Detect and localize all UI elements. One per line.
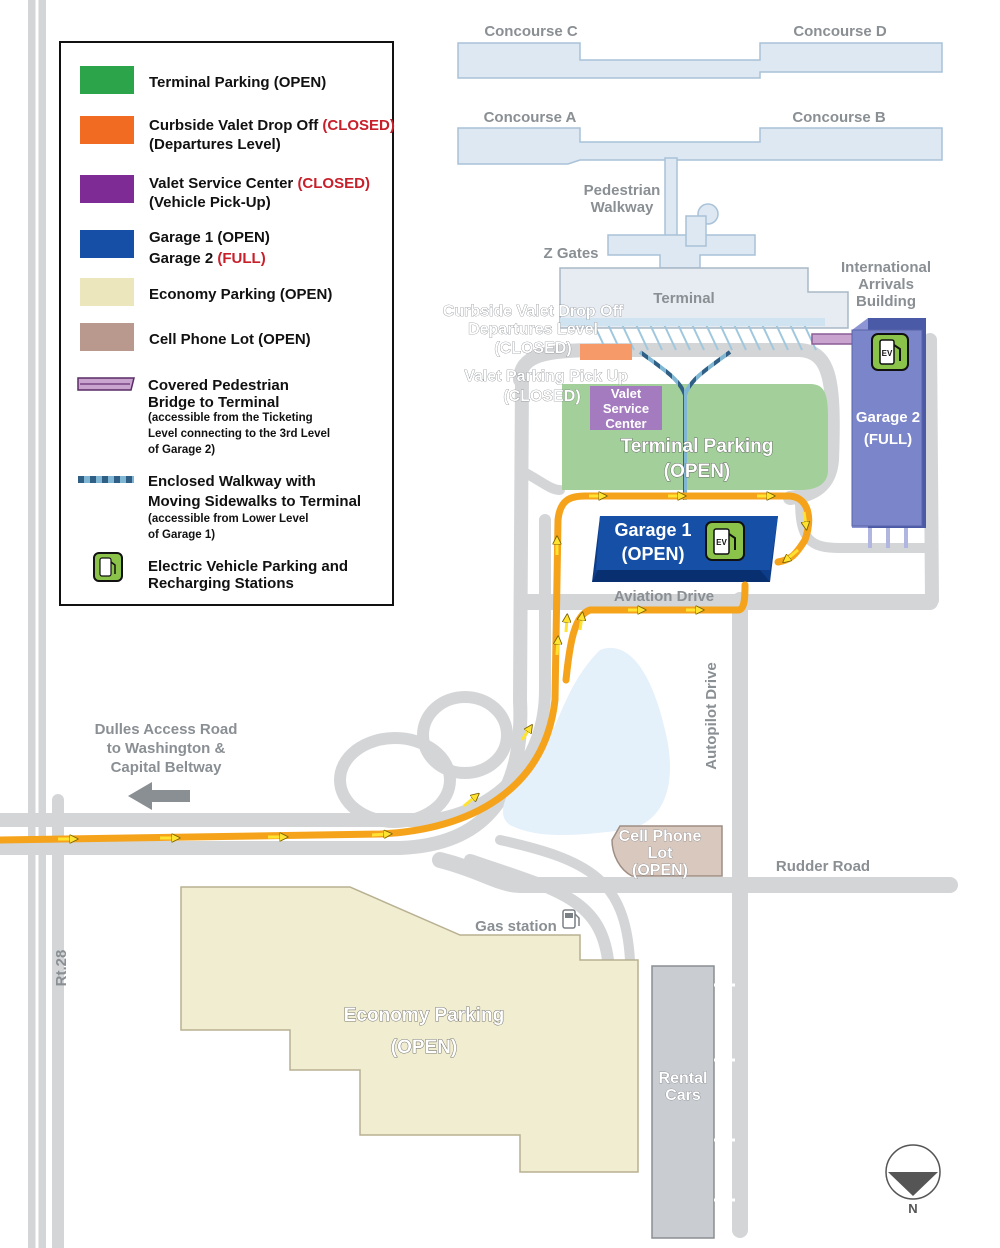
gas-station-icon bbox=[562, 909, 580, 929]
intl-arrivals-label-2: Arrivals bbox=[858, 276, 914, 293]
dulles-access-label-2: to Washington & bbox=[107, 740, 226, 757]
route-direction-arrows bbox=[58, 496, 806, 839]
enclosed-walkway bbox=[638, 350, 732, 500]
economy-label-2: (OPEN) bbox=[391, 1037, 458, 1058]
ev-badge-text: EV bbox=[716, 538, 727, 547]
gas-station-label: Gas station bbox=[475, 918, 557, 935]
westbound-arrow-icon bbox=[128, 782, 190, 810]
legend-cell-lot-label: Cell Phone Lot (OPEN) bbox=[149, 331, 311, 348]
valet-center-label-3: Center bbox=[605, 416, 646, 431]
aviation-drive-label: Aviation Drive bbox=[614, 588, 714, 605]
concourse-b-label: Concourse B bbox=[792, 109, 886, 126]
curbside-valet-label-1: Curbside Valet Drop Off bbox=[443, 303, 624, 320]
concourse-a-label: Concourse A bbox=[484, 109, 577, 126]
legend-swatch-garages bbox=[80, 230, 134, 258]
terminal-building bbox=[559, 267, 849, 351]
cell-lot-label-3: (OPEN) bbox=[632, 862, 688, 879]
cell-lot-label-1: Cell Phone bbox=[619, 828, 702, 845]
legend-swatch-enclosed-walkway bbox=[78, 476, 134, 483]
legend-covered-bridge-sub1: (accessible from the Ticketing bbox=[148, 412, 313, 424]
garage-1-label-1: Garage 1 bbox=[614, 520, 691, 540]
valet-center-label-2: Service bbox=[603, 401, 649, 416]
valet-center-label-1: Valet bbox=[611, 386, 642, 401]
intl-arrivals-label-1: International bbox=[841, 259, 931, 276]
rt-28-label: Rt.28 bbox=[53, 950, 70, 987]
retention-pond bbox=[502, 647, 671, 835]
legend-swatch-valet-service bbox=[80, 175, 134, 203]
valet-pickup-label-2: (CLOSED) bbox=[503, 388, 580, 405]
legend-curbside-valet-line2: (Departures Level) bbox=[149, 136, 281, 153]
legend-valet-service-text: Valet Service Center (CLOSED) bbox=[149, 175, 370, 192]
curbside-valet-label-3: (CLOSED) bbox=[494, 340, 571, 357]
legend-swatch-covered-bridge bbox=[77, 377, 135, 391]
legend-garage-1-label: Garage 1 (OPEN) bbox=[149, 229, 270, 246]
map-labels: Concourse C Concourse D Concourse A Conc… bbox=[53, 23, 931, 1104]
route-to-garage-1 bbox=[0, 492, 813, 844]
legend-enclosed-walkway-line1: Enclosed Walkway with bbox=[148, 473, 316, 490]
legend-ev-icon bbox=[93, 552, 123, 582]
legend-enclosed-walkway-sub1: (accessible from Lower Level bbox=[148, 513, 308, 525]
dulles-access-label-1: Dulles Access Road bbox=[95, 721, 238, 738]
north-label: N bbox=[908, 1201, 917, 1216]
garage-2 bbox=[851, 318, 926, 548]
legend-swatch-cell-lot bbox=[80, 323, 134, 351]
rental-cars-label-2: Cars bbox=[665, 1087, 701, 1104]
legend-swatch-curbside-valet bbox=[80, 116, 134, 144]
economy-parking-lot bbox=[180, 886, 639, 1173]
pedestrian-walkway-label-2: Walkway bbox=[591, 199, 654, 216]
autopilot-drive-label: Autopilot Drive bbox=[703, 662, 720, 770]
map-legend: Terminal Parking (OPEN) Curbside Valet D… bbox=[59, 41, 395, 606]
terminal-parking-label-1: Terminal Parking bbox=[621, 436, 774, 457]
legend-enclosed-walkway-sub2: of Garage 1) bbox=[148, 529, 215, 541]
ev-charging-icon-garage-1: EV bbox=[705, 521, 745, 561]
legend-economy-label: Economy Parking (OPEN) bbox=[149, 286, 332, 303]
terminal-parking-label-2: (OPEN) bbox=[664, 461, 731, 482]
legend-terminal-parking-label: Terminal Parking (OPEN) bbox=[149, 74, 326, 91]
valet-service-center bbox=[590, 386, 662, 430]
concourse-c-label: Concourse C bbox=[484, 23, 578, 40]
cell-lot-label-2: Lot bbox=[648, 845, 674, 862]
north-compass-icon: N bbox=[885, 1144, 941, 1216]
economy-label-1: Economy Parking bbox=[344, 1005, 505, 1026]
legend-valet-service-line2: (Vehicle Pick-Up) bbox=[149, 194, 271, 211]
cell-phone-lot bbox=[611, 825, 723, 877]
road-network bbox=[0, 0, 958, 1248]
valet-pickup-label-1: Valet Parking Pick Up bbox=[464, 368, 628, 385]
ev-charging-icon-garage-2: EV bbox=[871, 333, 909, 371]
rental-cars-label-1: Rental bbox=[659, 1070, 708, 1087]
legend-ev-line1: Electric Vehicle Parking and bbox=[148, 558, 348, 575]
legend-covered-bridge-sub2: Level connecting to the 3rd Level bbox=[148, 428, 330, 440]
dulles-access-label-3: Capital Beltway bbox=[111, 759, 223, 776]
garage-1-label-2: (OPEN) bbox=[622, 544, 685, 564]
legend-curbside-valet-text: Curbside Valet Drop Off (CLOSED) bbox=[149, 117, 395, 134]
legend-covered-bridge-line2: Bridge to Terminal bbox=[148, 394, 279, 411]
legend-swatch-economy bbox=[80, 278, 134, 306]
legend-swatch-terminal-parking bbox=[80, 66, 134, 94]
valet-dropoff-area bbox=[580, 344, 632, 360]
garage-2-label-2: (FULL) bbox=[864, 431, 912, 448]
intl-arrivals-label-3: Building bbox=[856, 293, 916, 310]
concourses bbox=[457, 42, 943, 269]
curbside-valet-label-2: Departures Level bbox=[468, 321, 598, 338]
rudder-road-label: Rudder Road bbox=[776, 858, 870, 875]
legend-enclosed-walkway-line2: Moving Sidewalks to Terminal bbox=[148, 493, 361, 510]
rental-cars-lot bbox=[651, 965, 715, 1239]
pedestrian-walkway-label-1: Pedestrian bbox=[584, 182, 661, 199]
ev-badge-text: EV bbox=[882, 349, 893, 358]
concourse-d-label: Concourse D bbox=[793, 23, 887, 40]
legend-covered-bridge-line1: Covered Pedestrian bbox=[148, 377, 289, 394]
terminal-label: Terminal bbox=[653, 290, 714, 307]
legend-covered-bridge-sub3: of Garage 2) bbox=[148, 444, 215, 456]
legend-ev-line2: Recharging Stations bbox=[148, 575, 294, 592]
garage-2-label-1: Garage 2 bbox=[856, 409, 920, 426]
z-gates-label: Z Gates bbox=[543, 245, 598, 262]
legend-garage-2-text: Garage 2 (FULL) bbox=[149, 250, 266, 267]
